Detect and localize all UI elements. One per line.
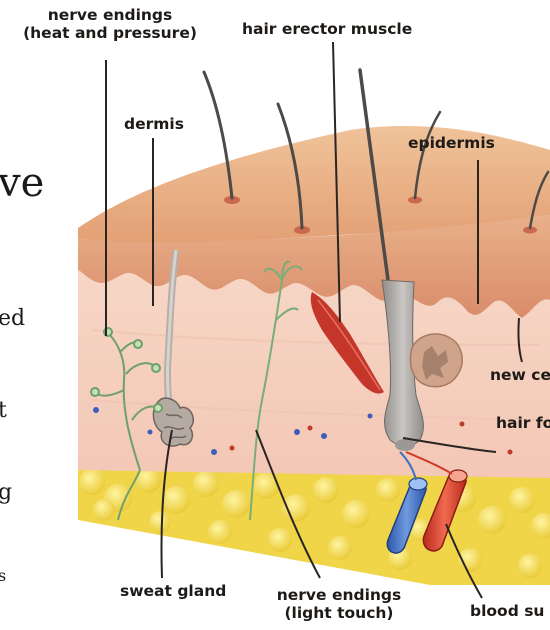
side-text-line-4: s	[0, 566, 6, 585]
side-text-line-1: ed	[0, 306, 25, 331]
label-nerve-endings-heat-line1: nerve endings	[10, 6, 210, 24]
label-dermis: dermis	[124, 115, 184, 133]
label-nerve-endings-light-touch: nerve endings (light touch)	[258, 586, 420, 622]
label-nerve-endings-touch-line1: nerve endings	[258, 586, 420, 604]
label-epidermis: epidermis	[408, 134, 495, 152]
side-text-line-2: t	[0, 398, 7, 423]
side-text-line-3: g	[0, 480, 12, 505]
label-nerve-endings-heat-line2: (heat and pressure)	[10, 24, 210, 42]
label-new-cells: new ce	[490, 366, 550, 384]
label-blood-supply: blood su	[470, 602, 544, 620]
side-heading: ve	[0, 160, 44, 206]
label-hair-erector-muscle: hair erector muscle	[242, 20, 412, 38]
label-hair-follicle: hair foll	[496, 414, 550, 432]
label-nerve-endings-touch-line2: (light touch)	[258, 604, 420, 622]
label-sweat-gland: sweat gland	[120, 582, 226, 600]
label-nerve-endings-heat-pressure: nerve endings (heat and pressure)	[10, 6, 210, 42]
